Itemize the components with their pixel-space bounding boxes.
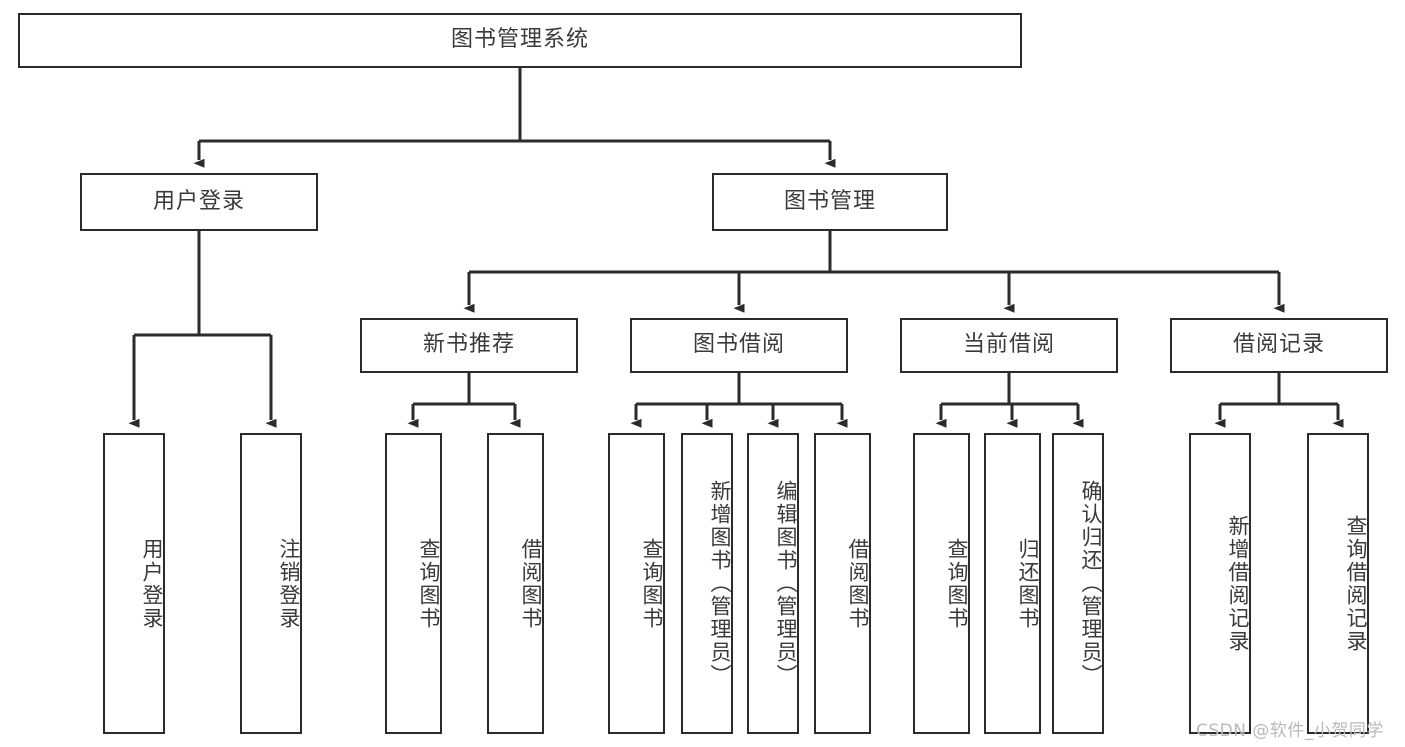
node-leaf-add-record[interactable]: 新增借阅记录 bbox=[1189, 433, 1251, 734]
node-label: 新增借阅记录 bbox=[1226, 514, 1250, 653]
node-new-book-rec[interactable]: 新书推荐 bbox=[360, 318, 578, 373]
node-leaf-query-book-2[interactable]: 查询图书 bbox=[608, 433, 665, 734]
node-label: 用户登录 bbox=[152, 188, 245, 214]
node-label: 查询图书 bbox=[640, 537, 664, 630]
node-label: 借阅图书 bbox=[846, 537, 870, 630]
node-leaf-borrow-book-2[interactable]: 借阅图书 bbox=[814, 433, 871, 734]
node-leaf-confirm-return[interactable]: 确认归还（管理员） bbox=[1052, 433, 1104, 734]
node-borrow-record[interactable]: 借阅记录 bbox=[1170, 318, 1388, 373]
node-label: 确认归还（管理员） bbox=[1079, 480, 1103, 687]
node-label: 图书管理 bbox=[783, 188, 876, 214]
node-leaf-borrow-book-1[interactable]: 借阅图书 bbox=[487, 433, 544, 734]
node-book-manage[interactable]: 图书管理 bbox=[712, 173, 948, 231]
node-label: 编辑图书（管理员） bbox=[774, 480, 798, 687]
node-leaf-query-record[interactable]: 查询借阅记录 bbox=[1307, 433, 1369, 734]
node-label: 查询图书 bbox=[945, 537, 969, 630]
node-label: 新增图书（管理员） bbox=[708, 480, 732, 687]
node-label: 用户登录 bbox=[140, 537, 164, 630]
node-leaf-edit-book[interactable]: 编辑图书（管理员） bbox=[747, 433, 799, 734]
node-book-management-system[interactable]: 图书管理系统 bbox=[18, 13, 1022, 68]
node-label: 注销登录 bbox=[277, 537, 301, 630]
node-label: 查询借阅记录 bbox=[1344, 514, 1368, 653]
node-leaf-query-book-1[interactable]: 查询图书 bbox=[385, 433, 442, 734]
node-leaf-query-book-3[interactable]: 查询图书 bbox=[913, 433, 970, 734]
node-leaf-add-book[interactable]: 新增图书（管理员） bbox=[681, 433, 733, 734]
node-user-login[interactable]: 用户登录 bbox=[80, 173, 318, 231]
node-label: 借阅图书 bbox=[519, 537, 543, 630]
node-book-borrow[interactable]: 图书借阅 bbox=[630, 318, 848, 373]
node-label: 新书推荐 bbox=[422, 332, 515, 358]
node-leaf-return-book[interactable]: 归还图书 bbox=[984, 433, 1041, 734]
node-label: 图书管理系统 bbox=[450, 27, 589, 53]
node-label: 借阅记录 bbox=[1232, 332, 1325, 358]
node-label: 当前借阅 bbox=[962, 332, 1055, 358]
node-label: 查询图书 bbox=[417, 537, 441, 630]
watermark: CSDN @软件_小贺同学 bbox=[1196, 721, 1384, 741]
node-label: 归还图书 bbox=[1016, 537, 1040, 630]
node-leaf-user-login[interactable]: 用户登录 bbox=[103, 433, 165, 734]
node-leaf-logout[interactable]: 注销登录 bbox=[240, 433, 302, 734]
node-current-borrow[interactable]: 当前借阅 bbox=[900, 318, 1118, 373]
node-label: 图书借阅 bbox=[692, 332, 785, 358]
